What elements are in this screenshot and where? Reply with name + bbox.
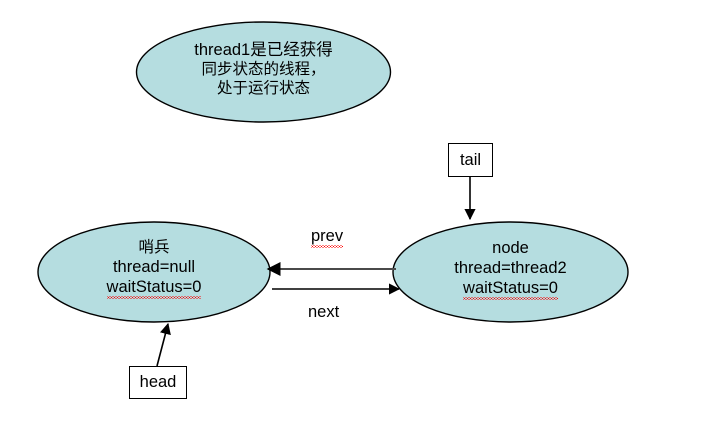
prev-edge-label: prev	[311, 227, 344, 248]
queued-node-shape	[392, 221, 629, 323]
next-edge-label: next	[308, 303, 340, 321]
head-pointer-box[interactable]: head	[129, 366, 187, 399]
head-pointer-line	[156, 322, 171, 367]
head-pointer-label: head	[139, 373, 177, 391]
tail-pointer-box[interactable]: tail	[448, 143, 493, 177]
prev-edge-label-misspelled: prev	[311, 227, 344, 248]
tail-pointer-label: tail	[459, 150, 482, 169]
sentinel-node-shape	[37, 221, 271, 323]
thread1-note-shape	[135, 21, 392, 123]
